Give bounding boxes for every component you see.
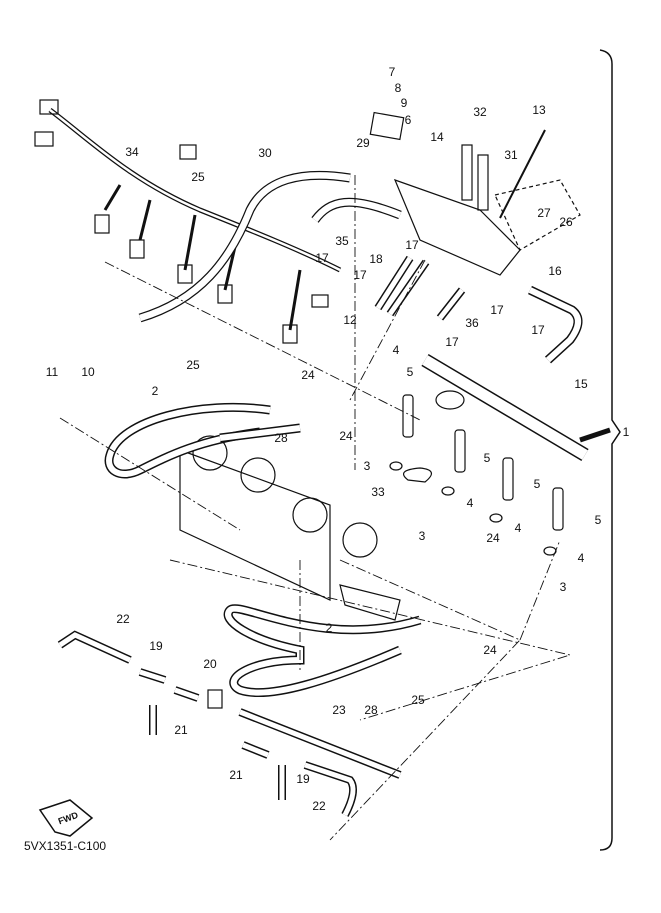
fwd-logo-text: FWD (57, 810, 80, 827)
callout-number: 8 (394, 81, 402, 95)
callout-number: 24 (486, 531, 500, 545)
callout-number: 26 (559, 215, 573, 229)
callout-number: 11 (45, 365, 59, 379)
callout-number: 2 (325, 621, 333, 635)
fwd-arrow-logo: FWD (38, 799, 94, 837)
callout-number: 13 (532, 103, 546, 117)
callout-number: 3 (418, 529, 426, 543)
callout-number: 17 (445, 335, 459, 349)
diagram-code: 5VX1351-C100 (24, 839, 107, 853)
callout-number: 5 (594, 513, 602, 527)
lower-hoses (57, 630, 402, 817)
callout-number: 4 (514, 521, 522, 535)
assembly-bracket (599, 49, 621, 851)
callout-number: 5 (533, 477, 541, 491)
callout-number: 30 (258, 146, 272, 160)
callout-number: 31 (504, 148, 518, 162)
callout-number: 18 (369, 252, 383, 266)
callout-number: 17 (353, 268, 367, 282)
callout-number: 24 (483, 643, 497, 657)
callout-number: 34 (125, 145, 139, 159)
callout-number: 4 (577, 551, 585, 565)
callout-number: 3 (559, 580, 567, 594)
small-hoses (374, 255, 583, 364)
callout-number: 17 (315, 251, 329, 265)
wire-harness (34, 99, 342, 344)
callout-number: 29 (356, 136, 370, 150)
callout-number: 25 (191, 170, 205, 184)
callout-number: 36 (465, 316, 479, 330)
callout-number: 20 (203, 657, 217, 671)
callout-number: 24 (339, 429, 353, 443)
callout-number: 14 (430, 130, 444, 144)
callout-number: 5 (406, 365, 414, 379)
callout-number: 25 (186, 358, 200, 372)
fuel-rail (421, 353, 611, 462)
callout-number: 10 (81, 365, 95, 379)
callout-number: 33 (371, 485, 385, 499)
callout-number: 3 (363, 459, 371, 473)
callout-number: 5 (483, 451, 491, 465)
callout-number: 27 (537, 206, 551, 220)
callout-number: 4 (466, 496, 474, 510)
callout-number: 12 (343, 313, 357, 327)
callout-number: 16 (548, 264, 562, 278)
callout-number: 19 (296, 772, 310, 786)
callout-number: 24 (301, 368, 315, 382)
callout-number: 32 (473, 105, 487, 119)
reference-lines (59, 175, 572, 841)
callout-number: 28 (364, 703, 378, 717)
callout-number: 4 (392, 343, 400, 357)
callout-number: 6 (404, 113, 412, 127)
callout-number: 19 (149, 639, 163, 653)
callout-number: 15 (574, 377, 588, 391)
callout-number: 23 (332, 703, 346, 717)
callout-number: 28 (274, 431, 288, 445)
callout-number: 17 (490, 303, 504, 317)
sensor-bracket-assembly (369, 111, 581, 276)
callout-number: 7 (388, 65, 396, 79)
callout-number: 21 (229, 768, 243, 782)
throttle-bodies (179, 435, 401, 621)
callout-number: 9 (400, 96, 408, 110)
callout-number: 25 (411, 693, 425, 707)
callout-number: 22 (312, 799, 326, 813)
callout-number: 1 (622, 425, 630, 439)
callout-number: 17 (531, 323, 545, 337)
callout-number: 22 (116, 612, 130, 626)
callout-number: 2 (151, 384, 159, 398)
callout-number: 17 (405, 238, 419, 252)
callout-number: 21 (174, 723, 188, 737)
callout-number: 35 (335, 234, 349, 248)
